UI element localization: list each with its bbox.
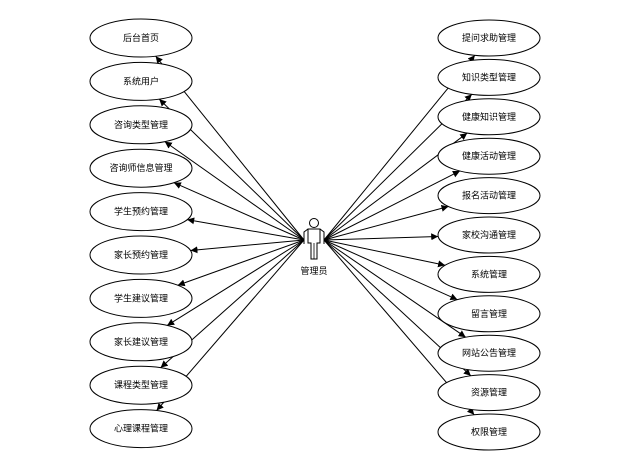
use-case-label: 资源管理: [471, 387, 507, 399]
use-case-ellipse: [89, 365, 193, 405]
use-case-ellipse: [437, 216, 541, 254]
use-case-label: 课程类型管理: [114, 379, 168, 391]
use-case-ellipse: [437, 334, 541, 372]
actor-label: 管理员: [300, 265, 327, 277]
use-case: 家校沟通管理: [437, 216, 541, 254]
use-case: 咨询师信息管理: [89, 148, 193, 188]
use-case: 健康活动管理: [437, 137, 541, 175]
use-case: 后台首页: [89, 18, 193, 58]
use-case: 健康知识管理: [437, 98, 541, 136]
use-case-ellipse: [437, 413, 541, 451]
left-use-case-column: 后台首页系统用户咨询类型管理咨询师信息管理学生预约管理家长预约管理学生建议管理家…: [89, 18, 193, 449]
use-case-label: 知识类型管理: [462, 71, 516, 83]
association-line: [166, 239, 305, 326]
use-case-ellipse: [437, 98, 541, 136]
association-line: [323, 239, 458, 301]
use-case-label: 健康知识管理: [462, 111, 516, 123]
use-case: 报名活动管理: [437, 177, 541, 215]
association-line: [190, 239, 305, 254]
use-case-label: 学生建议管理: [114, 292, 168, 304]
actor-head: [309, 218, 319, 228]
use-case-label: 系统用户: [123, 75, 159, 87]
use-case-label: 系统管理: [471, 268, 507, 280]
use-case-ellipse: [89, 105, 193, 145]
use-case-ellipse: [89, 322, 193, 362]
use-case-ellipse: [89, 61, 193, 101]
use-case: 权限管理: [437, 413, 541, 451]
use-case-ellipse: [89, 278, 193, 318]
use-case-ellipse: [89, 148, 193, 188]
use-case-label: 咨询师信息管理: [109, 162, 172, 174]
use-case-label: 咨询类型管理: [114, 119, 168, 131]
association-line: [164, 141, 305, 241]
use-case-ellipse: [437, 58, 541, 96]
use-case-label: 家长建议管理: [114, 336, 168, 348]
use-case: 网站公告管理: [437, 334, 541, 372]
use-case: 家长建议管理: [89, 322, 193, 362]
association-line: [323, 170, 461, 241]
association-line: [323, 204, 449, 241]
right-use-case-column: 提问求助管理知识类型管理健康知识管理健康活动管理报名活动管理家校沟通管理系统管理…: [437, 19, 541, 451]
use-case: 系统管理: [437, 255, 541, 293]
use-case: 资源管理: [437, 374, 541, 412]
use-case: 知识类型管理: [437, 58, 541, 96]
association-line: [177, 239, 305, 287]
association-line: [187, 217, 305, 241]
use-case: 课程类型管理: [89, 365, 193, 405]
use-case-label: 学生预约管理: [114, 206, 168, 218]
use-case-ellipse: [89, 235, 193, 275]
use-case-label: 健康活动管理: [462, 150, 516, 162]
use-case-label: 后台首页: [123, 32, 159, 44]
use-case-label: 家校沟通管理: [462, 229, 516, 241]
use-case-label: 留言管理: [471, 308, 507, 320]
use-case-label: 报名活动管理: [462, 190, 516, 202]
use-case-label: 家长预约管理: [114, 249, 168, 261]
actor-admin: 管理员: [300, 218, 328, 277]
use-case: 留言管理: [437, 295, 541, 333]
use-case-label: 提问求助管理: [462, 32, 516, 44]
use-case-ellipse: [437, 295, 541, 333]
use-case-ellipse: [437, 255, 541, 293]
association-line: [323, 239, 446, 268]
use-case-ellipse: [89, 409, 193, 449]
use-case-ellipse: [437, 137, 541, 175]
use-case: 系统用户: [89, 61, 193, 101]
use-case: 学生建议管理: [89, 278, 193, 318]
use-case-ellipse: [437, 374, 541, 412]
use-case-label: 心理课程管理: [114, 423, 168, 435]
use-case: 家长预约管理: [89, 235, 193, 275]
use-case-label: 权限管理: [471, 426, 507, 438]
use-case-ellipse: [437, 19, 541, 57]
use-case: 提问求助管理: [437, 19, 541, 57]
use-case-ellipse: [89, 18, 193, 58]
use-case: 咨询类型管理: [89, 105, 193, 145]
use-case-ellipse: [437, 177, 541, 215]
use-case: 心理课程管理: [89, 409, 193, 449]
association-line: [323, 233, 439, 241]
association-line: [173, 182, 305, 241]
use-case: 学生预约管理: [89, 192, 193, 232]
use-case-label: 网站公告管理: [462, 347, 516, 359]
use-case-ellipse: [89, 192, 193, 232]
